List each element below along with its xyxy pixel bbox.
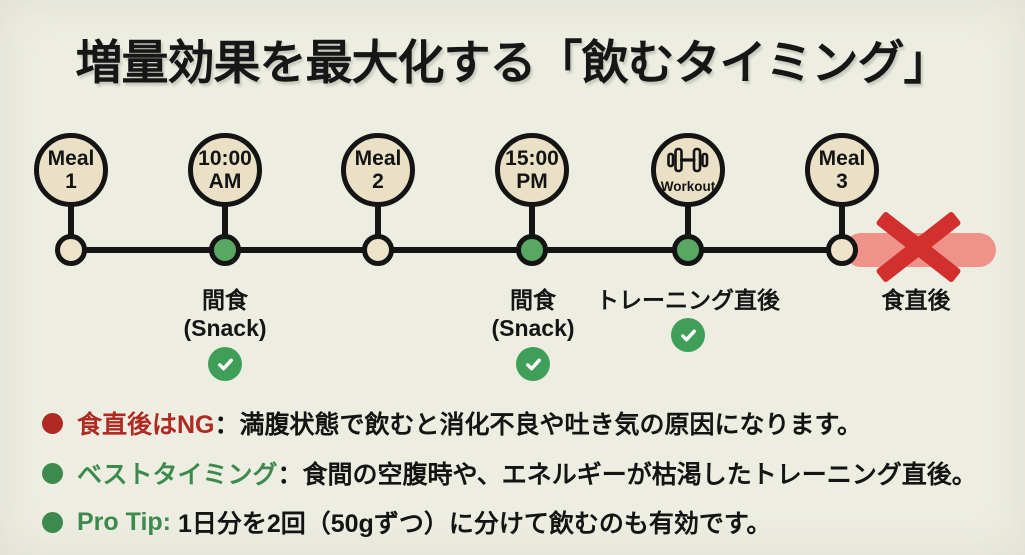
note-text: ：満腹状態で飲むと消化不良や吐き気の原因になります。 [214,411,863,439]
stop-stem [529,204,535,237]
x-cross-icon [879,216,957,278]
stop-label: Workout [660,178,716,194]
stop-stem [68,204,74,237]
stop-label: Meal [47,147,95,170]
stop-label: 2 [372,170,384,193]
stop-label: 15:00 [505,147,559,170]
stop-bubble-10am: 10:00 AM [188,133,262,207]
dumbbell-icon [667,147,709,178]
stop-label: 1 [65,170,77,193]
stop-bubble-workout: Workout [651,133,725,207]
stop-bubble-15pm: 15:00 PM [495,133,569,207]
bullet-dot-icon [42,462,63,484]
bullet-dot-icon [42,412,63,434]
note-label: 食直後はNG [77,411,215,439]
note-best-timing: ベストタイミング：食間の空腹時や、エネルギーが枯渇したトレーニング直後。 [42,455,977,491]
stop-label: AM [208,170,242,193]
check-icon [516,347,550,381]
note-ng: 食直後はNG：満腹状態で飲むと消化不良や吐き気の原因になります。 [42,405,862,441]
timeline-line [71,247,843,253]
stop-bubble-meal-2: Meal 2 [341,133,415,207]
annotation-snack-pm: 間食 (Snack) [491,287,575,341]
annotation-post-workout: トレーニング直後 [596,287,780,313]
stop-label: Meal [354,147,402,170]
stop-bubble-meal-3: Meal 3 [805,133,879,207]
timeline-node-10am [209,234,241,266]
stop-label: PM [516,170,548,193]
note-label: ベストタイミング [77,461,278,489]
bullet-dot-icon [42,511,63,533]
stop-label: 10:00 [198,147,252,170]
check-icon [208,347,242,381]
timeline-node-meal-3 [826,234,858,266]
annotation-after-meal: 食直後 [881,287,951,313]
note-label: Pro Tip: [77,507,171,536]
timeline-node-meal-2 [362,234,394,266]
note-pro-tip: Pro Tip: 1日分を2回（50gずつ）に分けて飲むのも有効です。 [42,504,771,540]
annotation-snack-am: 間食 (Snack) [183,287,267,341]
stop-stem [685,204,691,237]
stop-stem [375,204,381,237]
stop-stem [222,204,228,237]
timeline-node-15pm [516,234,548,266]
page-title: 増量効果を最大化する「飲むタイミング」 [75,36,951,89]
stop-label: Meal [818,147,866,170]
note-text: 1日分を2回（50gずつ）に分けて飲むのも有効です。 [170,510,772,538]
timeline-node-meal-1 [55,234,87,266]
note-text: ：食間の空腹時や、エネルギーが枯渇したトレーニング直後。 [277,461,977,489]
check-icon [671,318,705,352]
stop-bubble-meal-1: Meal 1 [34,133,108,207]
stop-stem [839,204,845,237]
timeline-node-workout [672,234,704,266]
stop-label: 3 [836,170,848,193]
